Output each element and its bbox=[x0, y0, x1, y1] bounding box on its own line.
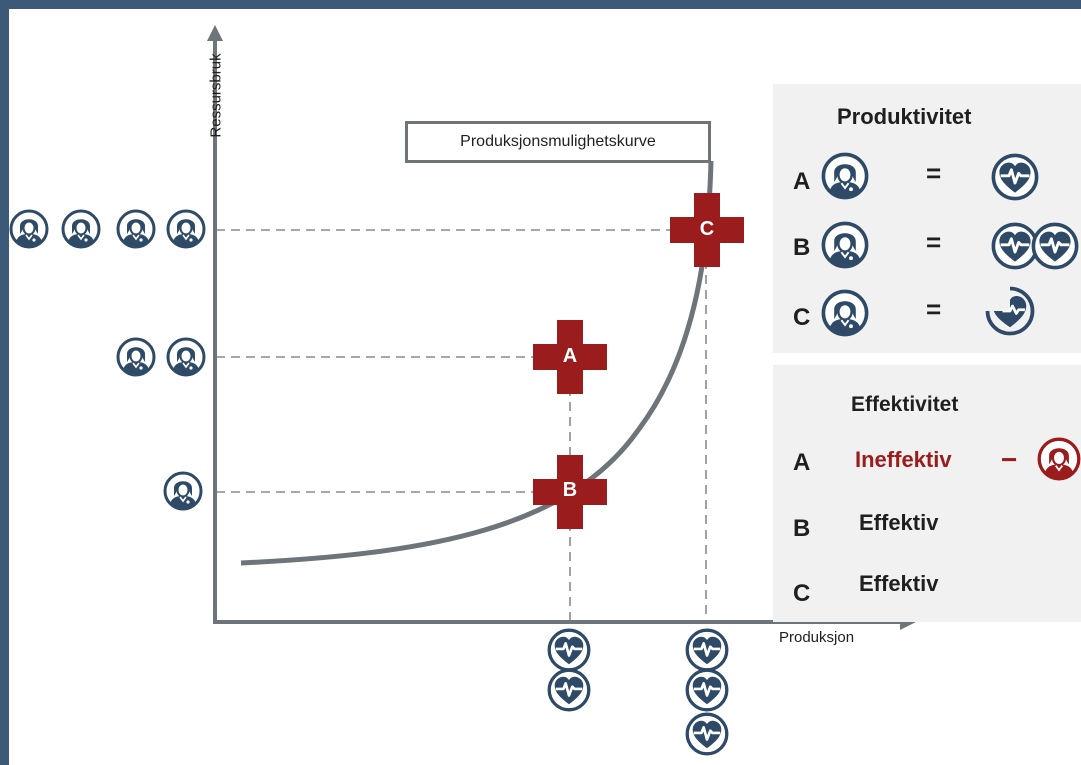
efficiency-panel: Effektivitet A Ineffektiv − B Effektiv C… bbox=[773, 365, 1081, 622]
doctor-avatar-icon bbox=[166, 337, 206, 377]
productivity-row-b-label: B bbox=[793, 234, 811, 261]
doctor-avatar-icon bbox=[116, 209, 156, 249]
y-axis-label: Ressursbruk bbox=[207, 53, 225, 138]
efficiency-row-a-label: A bbox=[793, 449, 811, 476]
efficiency-row-c-status: Effektiv bbox=[859, 571, 939, 596]
productivity-row-a-equals: = bbox=[926, 158, 942, 188]
production-possibility-curve bbox=[240, 160, 714, 566]
efficiency-title: Effektivitet bbox=[851, 393, 959, 416]
productivity-row-c-equals: = bbox=[926, 294, 942, 324]
productivity-row-c-label: C bbox=[793, 304, 811, 331]
y-axis-staff-icons bbox=[9, 209, 206, 511]
efficiency-row-b-label: B bbox=[793, 515, 811, 542]
efficiency-row-b-status: Effektiv bbox=[859, 510, 939, 535]
heart-pulse-icon bbox=[1031, 222, 1079, 270]
efficiency-row-a-minus: − bbox=[1001, 444, 1018, 475]
productivity-title: Produktivitet bbox=[837, 104, 972, 129]
heart-pulse-icon bbox=[991, 153, 1039, 201]
red-doctor-avatar-icon bbox=[1037, 437, 1081, 481]
efficiency-row-c-label: C bbox=[793, 580, 811, 607]
efficiency-row-a-status: Ineffektiv bbox=[855, 447, 952, 472]
productivity-panel: Produktivitet A = B = C = bbox=[773, 84, 1081, 353]
productivity-row-a-label: A bbox=[793, 168, 811, 195]
doctor-avatar-icon bbox=[163, 471, 203, 511]
slide-canvas: C A B Ressursbruk Produksjon Produksjons… bbox=[9, 9, 1081, 765]
doctor-avatar-icon bbox=[821, 289, 869, 337]
y-axis-arrow bbox=[207, 25, 223, 41]
doctor-avatar-icon bbox=[821, 221, 869, 269]
partial-heart-icon bbox=[985, 286, 1035, 336]
point-c-label: C bbox=[699, 218, 715, 240]
heart-pulse-icon bbox=[685, 712, 729, 756]
curve-label: Produksjonsmulighetskurve bbox=[460, 133, 656, 150]
x-axis-label: Produksjon bbox=[779, 629, 855, 646]
doctor-avatar-icon bbox=[61, 209, 101, 249]
point-b-label: B bbox=[562, 479, 578, 501]
heart-pulse-icon bbox=[547, 628, 591, 672]
heart-pulse-icon bbox=[547, 668, 591, 712]
point-a-label: A bbox=[562, 345, 578, 367]
doctor-avatar-icon bbox=[821, 152, 869, 200]
doctor-avatar-icon bbox=[166, 209, 206, 249]
doctor-avatar-icon bbox=[116, 337, 156, 377]
heart-pulse-icon bbox=[685, 628, 729, 672]
heart-pulse-icon bbox=[685, 668, 729, 712]
x-axis-output-icons bbox=[547, 628, 729, 756]
doctor-avatar-icon bbox=[9, 209, 49, 249]
guide-lines bbox=[216, 229, 707, 622]
productivity-row-b-equals: = bbox=[926, 227, 942, 257]
curve-label-box: Produksjonsmulighetskurve bbox=[405, 121, 711, 163]
